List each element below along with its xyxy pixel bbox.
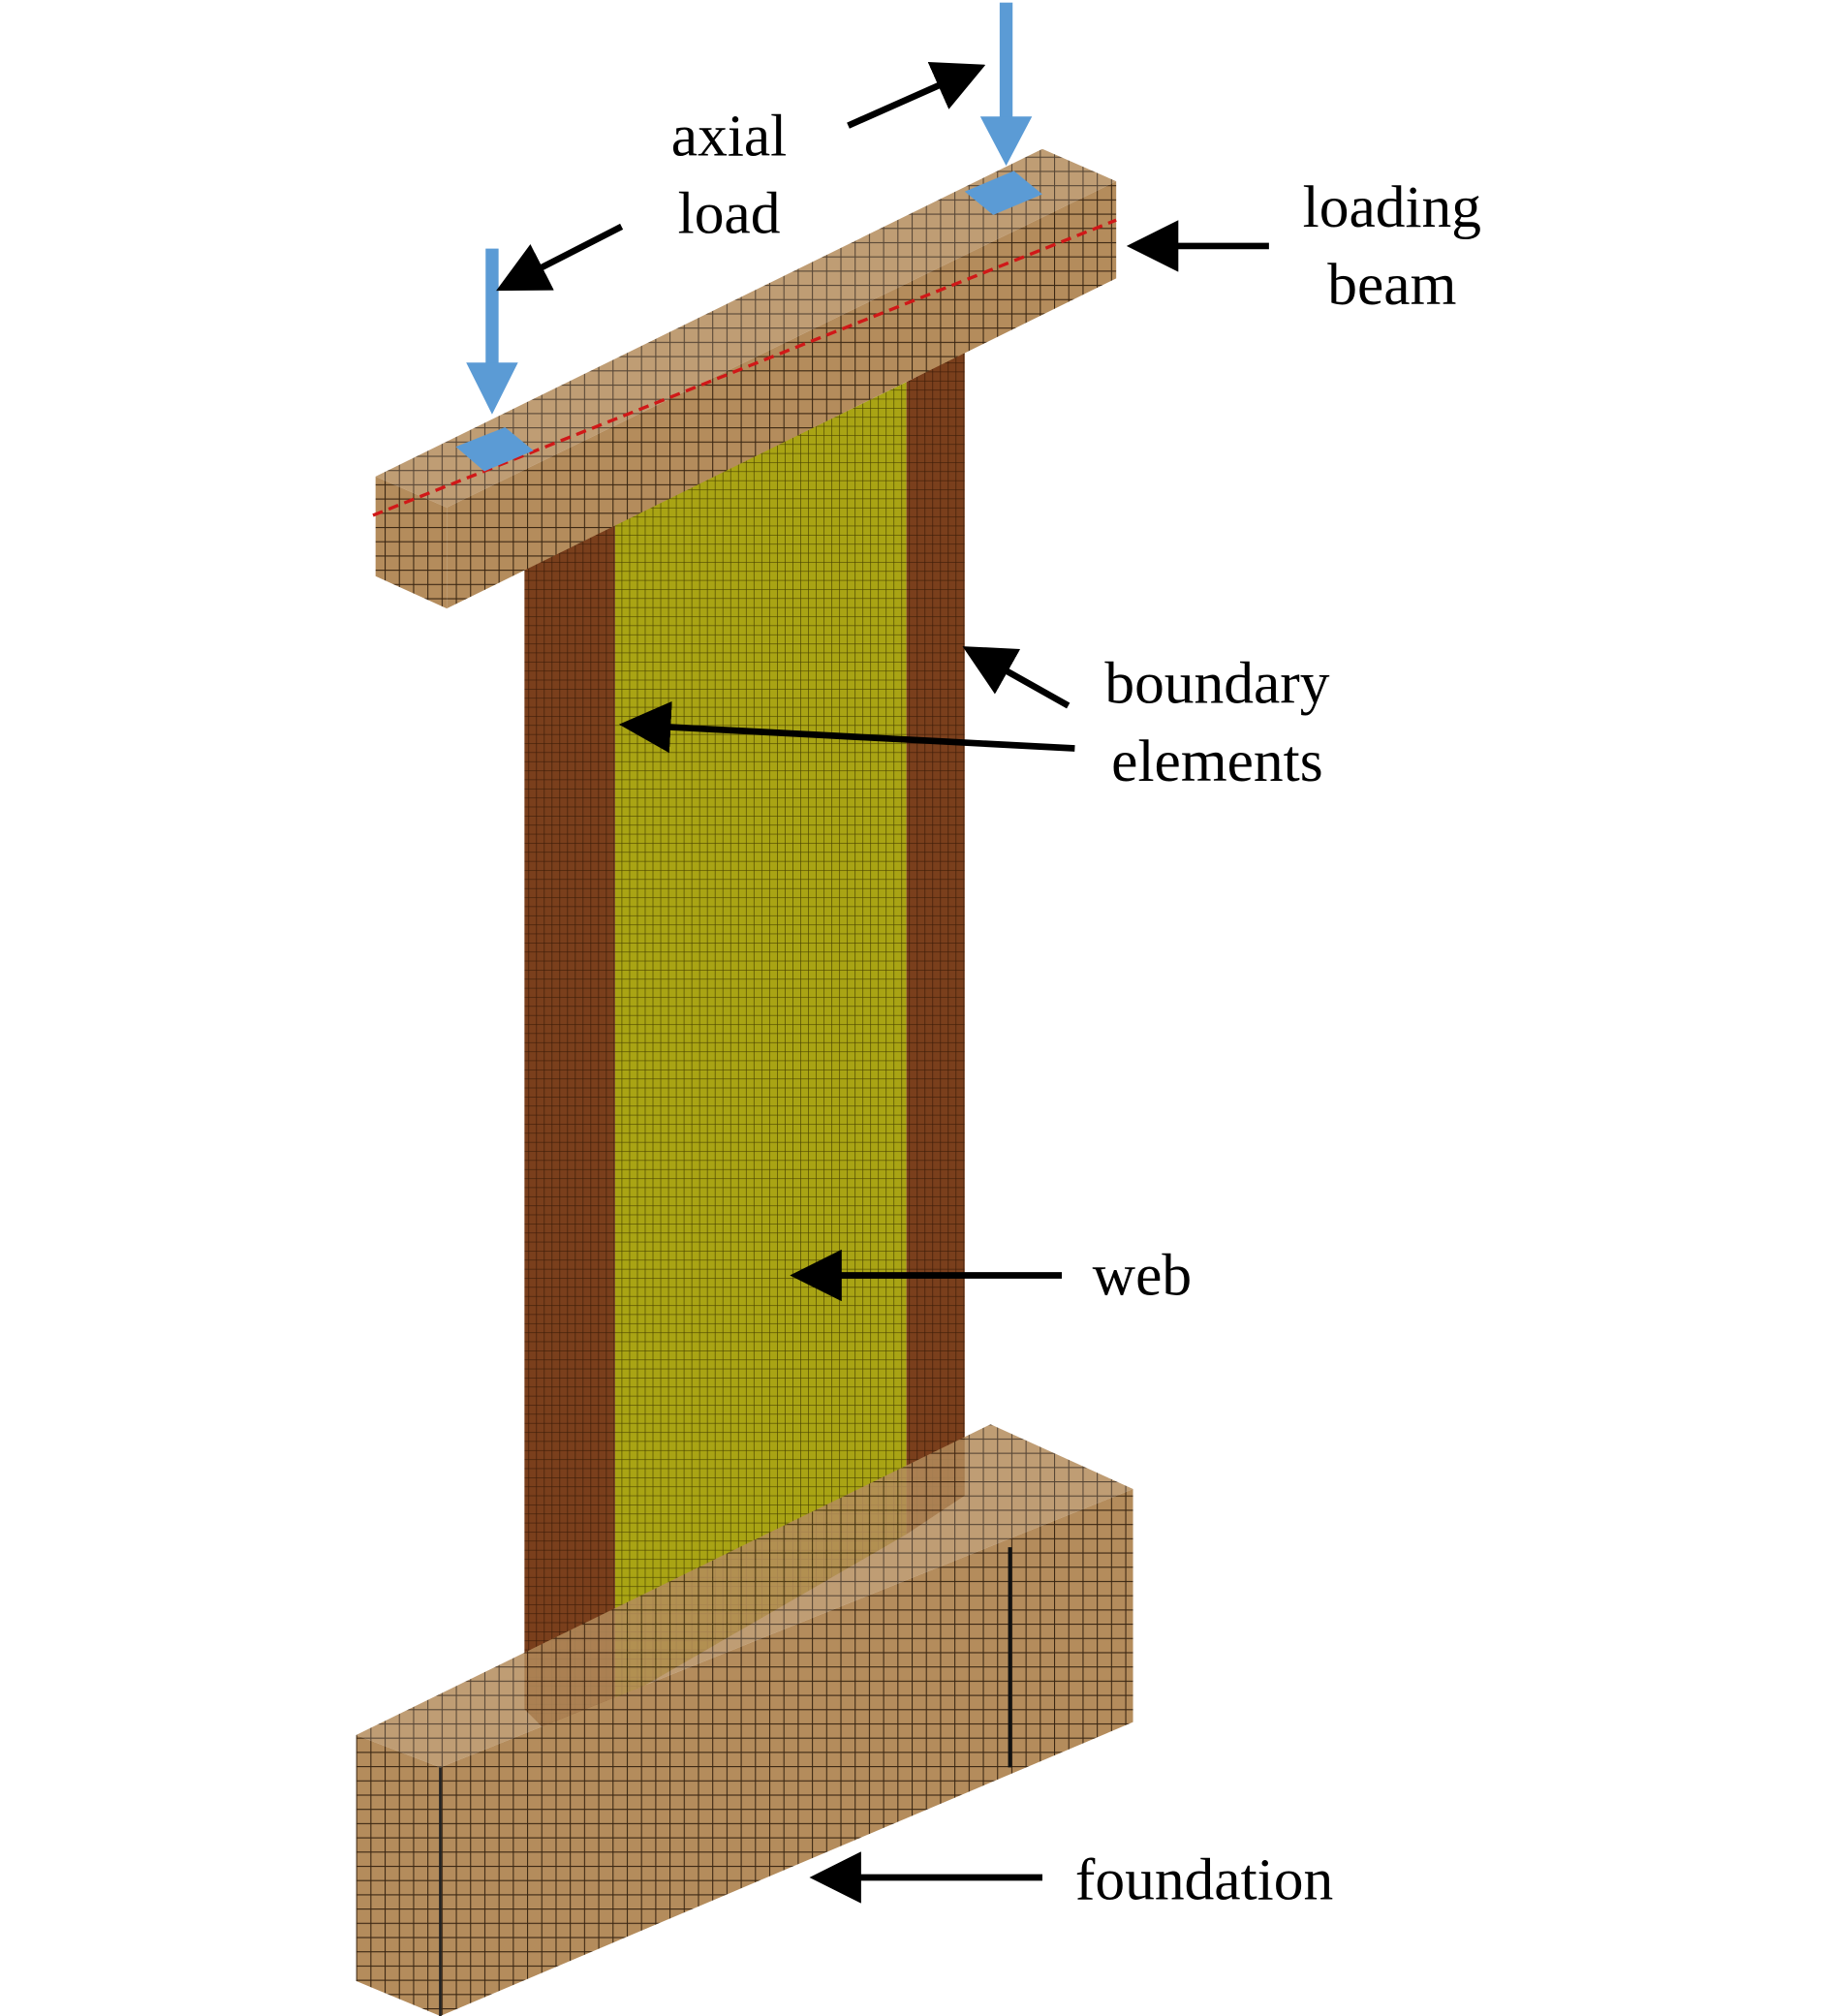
axial-load-arrow-left [466, 248, 518, 415]
label-boundary: boundary [1104, 651, 1329, 717]
web-panel [614, 382, 907, 1703]
beam-top-face [375, 148, 1117, 508]
beam-left-face [375, 476, 448, 609]
foundation-block [356, 1424, 1133, 2016]
left-boundary-element [524, 524, 615, 1729]
foundation-left-face [356, 1734, 441, 2016]
boundary-elements-leader-left [618, 700, 1075, 754]
foundation-top-face [356, 1424, 1133, 1768]
foundation-front-face [440, 1489, 1133, 2016]
label-foundation: foundation [1075, 1847, 1333, 1913]
right-boundary-element [906, 352, 965, 1535]
beam-front-face [447, 181, 1117, 609]
axial-load-leader-right [847, 61, 986, 129]
axial-load-leader-left [496, 223, 624, 292]
axial-load-arrow-right [979, 2, 1033, 167]
reference-line [372, 218, 1117, 517]
label-beam: beam [1327, 252, 1456, 318]
boundary-elements-leader-right [962, 646, 1071, 709]
wall [524, 352, 965, 1729]
load-plate-right [964, 171, 1042, 215]
label-axial: axial [671, 103, 787, 169]
label-load: load [678, 181, 781, 247]
label-loading: loading [1303, 174, 1481, 240]
label-web: web [1093, 1243, 1192, 1309]
loading-beam-block [372, 148, 1117, 609]
load-plate-left [455, 427, 534, 472]
label-elements: elements [1111, 729, 1322, 794]
